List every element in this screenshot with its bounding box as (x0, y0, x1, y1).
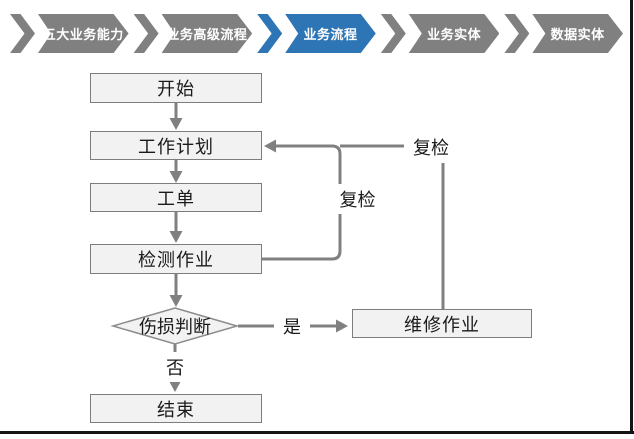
flow-node-inspection-job: 检测作业 (90, 244, 262, 274)
flow-node-work-plan: 工作计划 (90, 131, 262, 160)
nav-step-advanced-process[interactable]: 业务高级流程 (133, 14, 253, 53)
nav-step-label: 业务实体 (409, 14, 500, 53)
flow-node-end: 结束 (90, 394, 262, 423)
flow-node-work-order: 工单 (90, 183, 262, 212)
nav-step-label: 业务高级流程 (162, 14, 253, 53)
edge-label-no: 否 (157, 352, 193, 382)
page-border-bottom (0, 431, 634, 434)
nav-step-business-capabilities[interactable]: 五大业务能力 (10, 14, 129, 53)
process-step-nav: 五大业务能力 业务高级流程 业务流程 业务实体 数据实体 (10, 14, 623, 53)
nav-step-business-process[interactable]: 业务流程 (257, 14, 376, 53)
flow-node-start: 开始 (90, 73, 262, 103)
nav-step-data-entity[interactable]: 数据实体 (504, 14, 623, 53)
flow-node-damage-judgment: 伤损判断 (139, 317, 211, 337)
nav-step-label: 数据实体 (532, 14, 623, 53)
decision-diamond-shape (110, 307, 240, 345)
flow-node-repair-job: 维修作业 (352, 309, 532, 338)
edge-label-recheck-outer: 复检 (404, 131, 458, 163)
edge-label-yes: 是 (274, 313, 310, 339)
edge-label-recheck-inner: 复检 (335, 184, 380, 214)
nav-step-label: 业务流程 (285, 14, 376, 53)
nav-step-label: 五大业务能力 (38, 14, 129, 53)
nav-step-business-entity[interactable]: 业务实体 (380, 14, 500, 53)
page-border-right (630, 0, 633, 434)
